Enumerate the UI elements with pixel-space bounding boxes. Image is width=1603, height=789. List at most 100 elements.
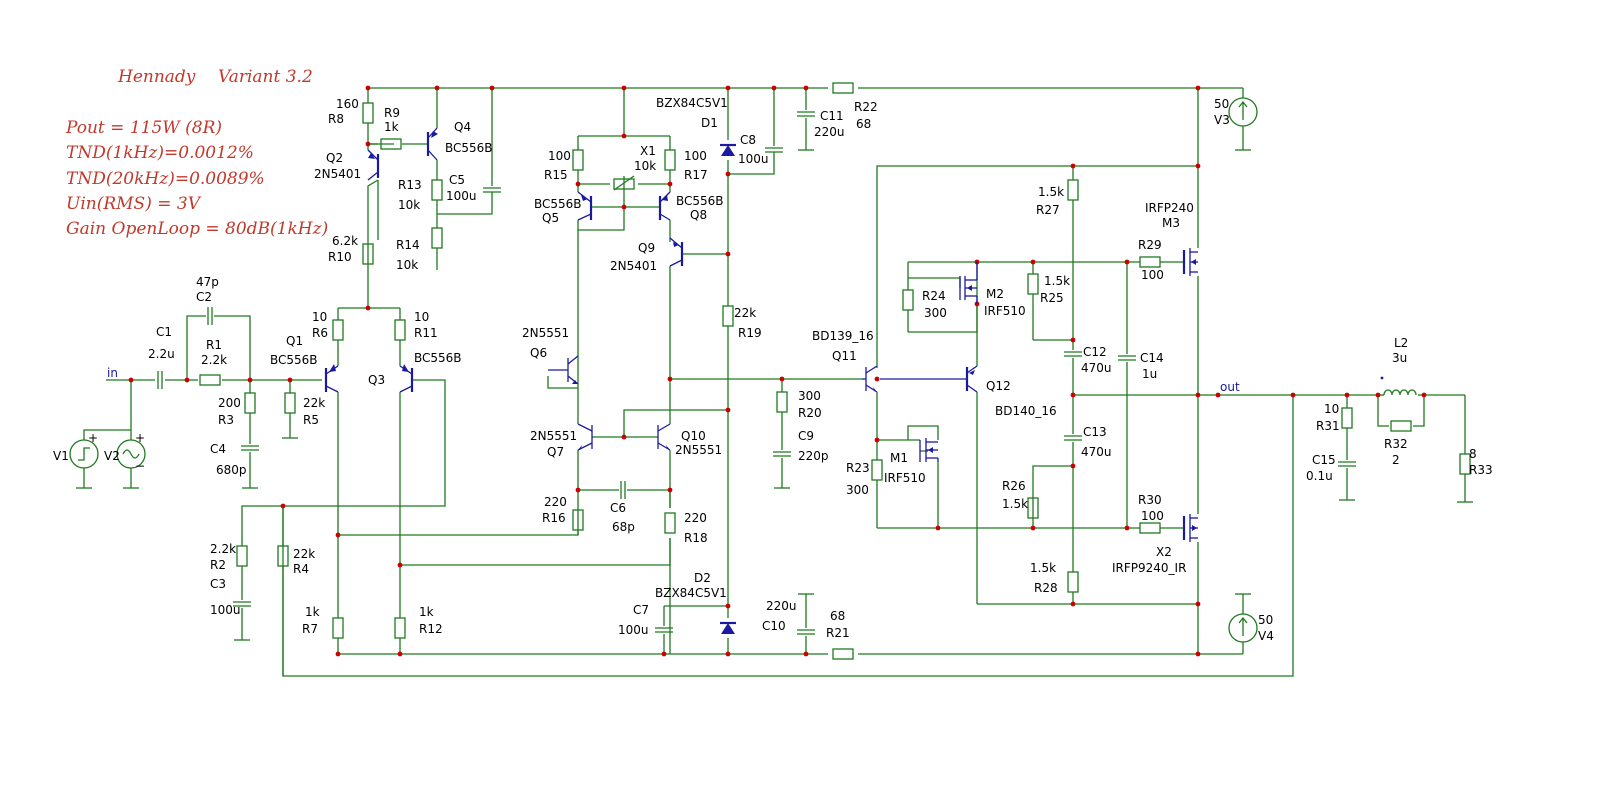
R18-value-label: 220	[684, 511, 707, 525]
D1-symbol	[721, 145, 735, 156]
Q8-symbol	[658, 191, 671, 221]
R14-value-label: 10k	[396, 258, 418, 272]
Q1-ref-label: Q1	[286, 334, 303, 348]
R11-ref-label: R11	[414, 326, 438, 340]
R19-value-label: 22k	[734, 306, 756, 320]
X1-wiper	[613, 175, 635, 191]
C15-ref-label: C15	[1312, 453, 1336, 467]
V4-ref-label: V4	[1258, 629, 1274, 643]
R1-ref-label: R1	[206, 338, 222, 352]
V3-value-label: 50	[1214, 97, 1229, 111]
C2-symbol	[207, 306, 213, 326]
C9-symbol	[772, 451, 792, 457]
R33-ref-label: R33	[1469, 463, 1493, 477]
R31-symbol	[1341, 407, 1353, 429]
C8-value-label: 100u	[738, 152, 769, 166]
V1-symbol	[69, 439, 99, 469]
D1-value-label: BZX84C5V1	[656, 96, 728, 110]
C4-ref-label: C4	[210, 442, 226, 456]
C15-symbol	[1337, 461, 1357, 467]
V1-ref-label: V1	[53, 449, 69, 463]
D1-ref-label: D1	[701, 116, 718, 130]
net-label-out: out	[1220, 380, 1240, 394]
M3-ref-label: M3	[1162, 216, 1180, 230]
R5-symbol	[284, 392, 296, 414]
R6-ref-label: R6	[312, 326, 328, 340]
R7-ref-label: R7	[302, 622, 318, 636]
transistors	[324, 127, 978, 451]
R25-symbol	[1027, 273, 1039, 295]
R25-ref-label: R25	[1040, 291, 1064, 305]
X2-value-label: IRFP9240_IR	[1112, 561, 1186, 575]
svg-text:−: −	[135, 459, 145, 473]
R18-ref-label: R18	[684, 531, 708, 545]
R6-symbol	[332, 319, 344, 341]
R23-value-label: 300	[846, 483, 869, 497]
Q7-ref-label: Q7	[547, 445, 564, 459]
variant-label: Variant 3.2	[218, 67, 313, 87]
R24-symbol	[902, 289, 914, 311]
R19-symbol	[722, 305, 734, 327]
C13-symbol	[1063, 435, 1083, 441]
Q3-value-label: BC556B	[414, 351, 462, 365]
L2-value-label: 3u	[1392, 351, 1407, 365]
R5-value-label: 22k	[303, 396, 325, 410]
C2-ref-label: C2	[196, 290, 212, 304]
R22-symbol	[832, 82, 854, 94]
Q10-value-label: 2N5551	[675, 443, 722, 457]
svg-text:+: +	[135, 431, 145, 445]
Q9-value-label: 2N5401	[610, 259, 657, 273]
M1-symbol	[919, 438, 939, 462]
Q3-symbol	[399, 364, 414, 393]
note-uin: Uin(RMS) = 3V	[66, 194, 202, 214]
Q11-symbol	[862, 365, 878, 393]
Q2-value-label: 2N5401	[314, 167, 361, 181]
R32-ref-label: R32	[1384, 437, 1408, 451]
C11-value-label: 220u	[814, 125, 845, 139]
R21-value-label: 68	[830, 609, 845, 623]
C5-ref-label: C5	[449, 173, 465, 187]
R22-ref-label: R22	[854, 100, 878, 114]
R13-symbol	[431, 179, 443, 201]
R23-ref-label: R23	[846, 461, 870, 475]
Q8-ref-label: Q8	[690, 208, 707, 222]
M1-value-label: IRF510	[884, 471, 926, 485]
R15-value-label: 100	[548, 149, 571, 163]
Q5-value-label: BC556B	[534, 197, 582, 211]
note-tnd-20k: TND(20kHz)=0.0089%	[66, 169, 265, 189]
R28-value-label: 1.5k	[1030, 561, 1056, 575]
R12-value-label: 1k	[419, 605, 434, 619]
R8-value-label: 160	[336, 97, 359, 111]
R14-symbol	[431, 227, 443, 249]
C6-value-label: 68p	[612, 520, 635, 534]
Q4-ref-label: Q4	[454, 120, 471, 134]
R15-symbol	[572, 149, 584, 171]
Q4-value-label: BC556B	[445, 141, 493, 155]
R2-ref-label: R2	[210, 558, 226, 572]
R21-ref-label: R21	[826, 626, 850, 640]
Q5-ref-label: Q5	[542, 211, 559, 225]
wires	[76, 87, 1473, 677]
Q1-value-label: BC556B	[270, 353, 318, 367]
C11-ref-label: C11	[820, 109, 844, 123]
R2-symbol	[236, 545, 248, 567]
R30-ref-label: R30	[1138, 493, 1162, 507]
Q4-symbol	[426, 127, 438, 161]
R13-ref-label: R13	[398, 178, 422, 192]
R28-ref-label: R28	[1034, 581, 1058, 595]
C1-value-label: 2.2u	[148, 347, 175, 361]
note-tnd-1k: TND(1kHz)=0.0012%	[66, 143, 254, 163]
C13-ref-label: C13	[1083, 425, 1107, 439]
M2-ref-label: M2	[986, 287, 1004, 301]
R24-value-label: 300	[924, 306, 947, 320]
C7-value-label: 100u	[618, 623, 649, 637]
R29-symbol	[1139, 256, 1161, 268]
X1-value-label: 10k	[634, 159, 656, 173]
C12-symbol	[1063, 351, 1083, 357]
R3-value-label: 200	[218, 396, 241, 410]
R4-ref-label: R4	[293, 562, 309, 576]
X2-symbol	[1182, 514, 1198, 542]
Q6-ref-label: Q6	[530, 346, 547, 360]
svg-text:+: +	[88, 431, 98, 445]
mosfets	[919, 248, 1198, 542]
